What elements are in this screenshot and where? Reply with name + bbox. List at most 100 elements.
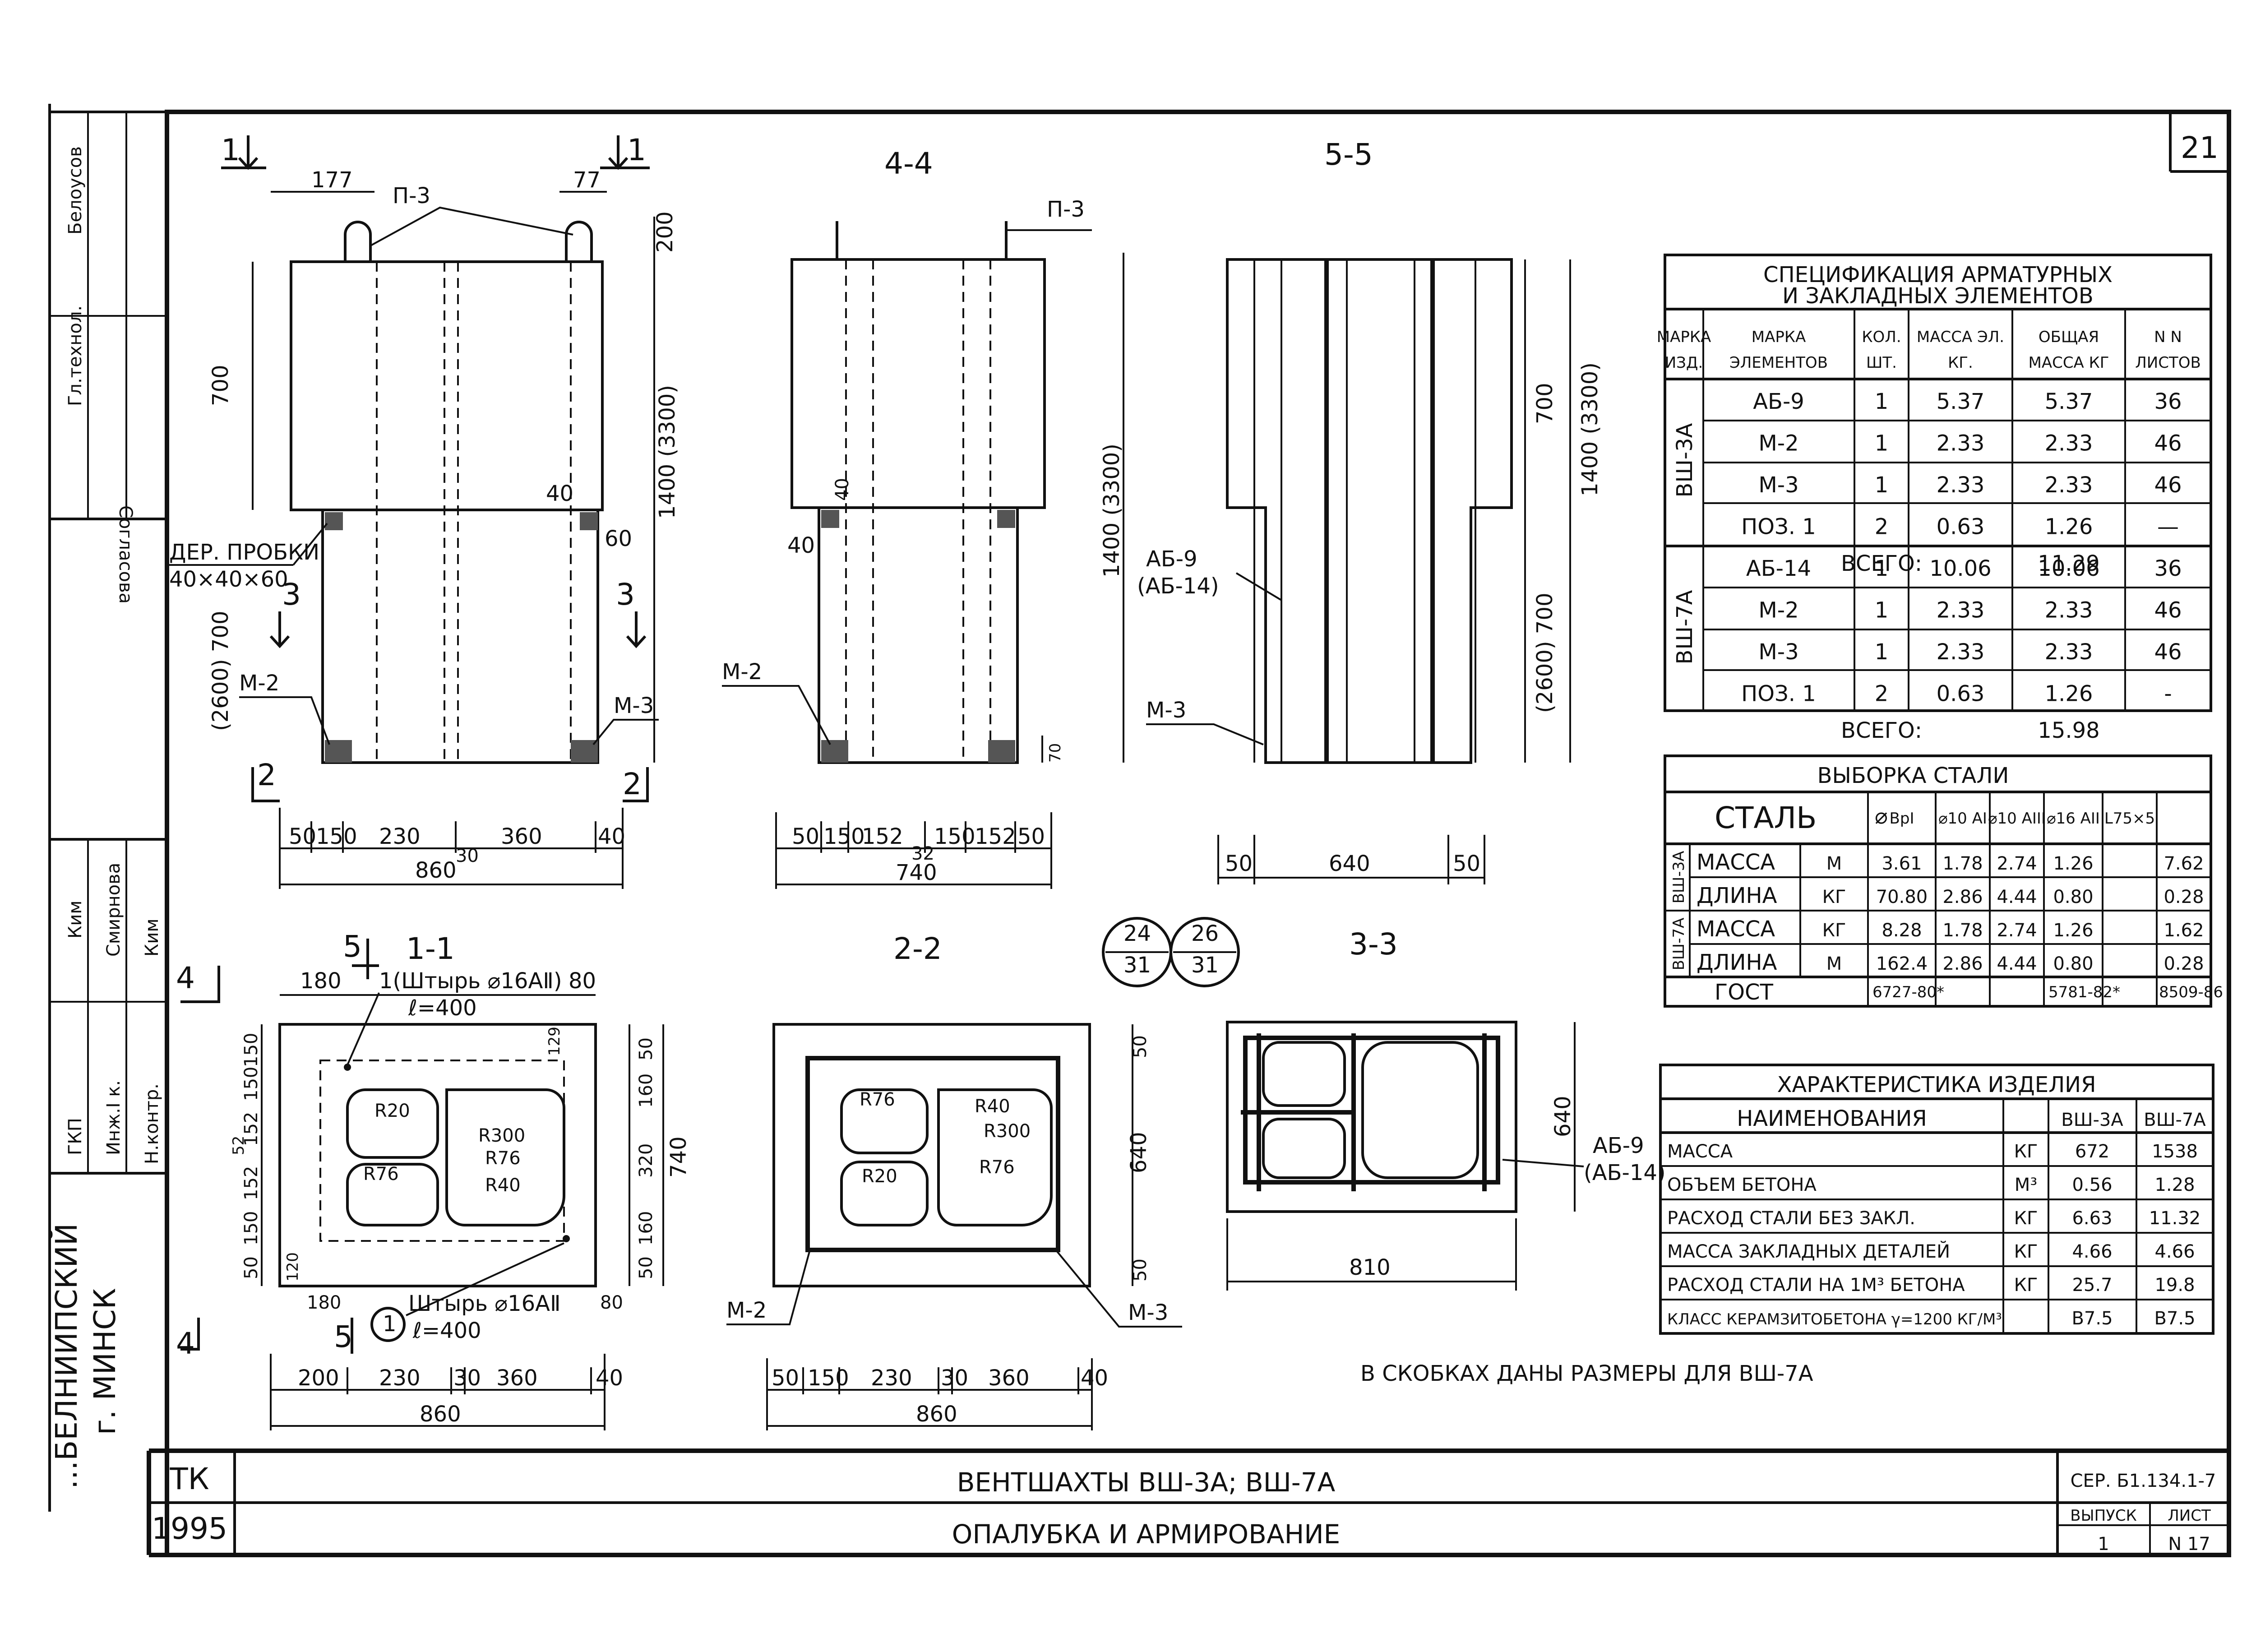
spec-header-cell: N N (2154, 328, 2182, 346)
radius-r20: R20 (374, 1101, 410, 1121)
bubble-a-bottom: 31 (1123, 953, 1151, 978)
radius-22-3: R300 (984, 1121, 1031, 1142)
steel-header-cell: ⌀10 АI (1938, 810, 1987, 828)
spec-cell: 1 (1875, 389, 1889, 414)
spec-cell: М-3 (1758, 639, 1798, 665)
plug-label-2: 40×40×60 (169, 567, 288, 592)
dim-1400-55: 1400 (3300) (1577, 362, 1603, 496)
char-row-unit: КГ (2014, 1208, 2038, 1229)
dim-11-b4: 360 (496, 1365, 538, 1391)
bubble-b-bottom: 31 (1191, 953, 1219, 978)
dim-22-r2: 640 (1126, 1132, 1151, 1173)
stamp-signature-5: Смирнова (103, 863, 124, 957)
steel-cell: 2.86 (1942, 953, 1983, 974)
dim-40a-44: 40 (832, 478, 853, 501)
sheet-ref-bubble-a: 24 31 (1102, 917, 1172, 987)
char-row-unit: КГ (2014, 1275, 2038, 1296)
spec-total-label: ВСЕГО: (1841, 718, 1922, 743)
char-header-b: ВШ-7А (2144, 1110, 2206, 1130)
dim-right-2: 160 (636, 1074, 656, 1108)
section-mark-3-right: 3 (616, 577, 635, 612)
issue-value: 1 (2098, 1534, 2109, 1555)
steel-row-unit: КГ (1822, 887, 1846, 907)
steel-header-cell: ВрI (1890, 810, 1914, 828)
char-cell-a: B7.5 (2071, 1308, 2113, 1329)
steel-table: ВЫБОРКА СТАЛИ СТАЛЬ ⌀ ВрI⌀10 АI⌀10 АIII⌀… (1664, 754, 2223, 1008)
spec-cell: 46 (2154, 431, 2182, 456)
section-mark-left: 1 (221, 133, 240, 167)
char-cell-b: 19.8 (2154, 1275, 2195, 1296)
stamp-signature-2: Гл.технол. (65, 305, 86, 406)
dim-32-44: 32 (911, 843, 934, 864)
steel-cell: 0.80 (2053, 887, 2093, 907)
view-title-4-4: 4-4 (884, 146, 933, 181)
steel-row-label: ДЛИНА (1697, 950, 1777, 975)
label-ab14-55: (АБ-14) (1137, 574, 1219, 599)
spec-cell: 1 (1875, 639, 1889, 665)
view-title-5-5: 5-5 (1324, 137, 1373, 172)
dim-120: 120 (284, 1252, 302, 1282)
dim-55-3: 50 (1453, 851, 1480, 876)
stamp-role-3: Н.контр. (142, 1083, 162, 1164)
dim-left-3: 152 (241, 1112, 262, 1146)
radius-r40: R40 (485, 1175, 521, 1196)
dim-11-b5: 40 (596, 1365, 623, 1391)
spec-header-cell: МАССА ЭЛ. (1917, 328, 2004, 346)
spec-header-cell: КГ. (1948, 354, 1973, 372)
steel-cell: 4.44 (1997, 953, 2037, 974)
side-stamp: Белоусов Гл.технол. Согласова Ким Смирно… (49, 112, 167, 1489)
radius-r76b: R76 (485, 1148, 521, 1169)
spec-cell: 5.37 (1937, 389, 1985, 414)
view-title-3-3: 3-3 (1349, 927, 1398, 962)
spec-product-cell: ВШ-3А (1672, 423, 1697, 497)
spec-cell: 0.63 (1937, 514, 1985, 540)
char-row-name: РАСХОД СТАЛИ БЕЗ ЗАКЛ. (1667, 1208, 1915, 1229)
view-title-1-1: 1-1 (406, 931, 455, 966)
spec-cell: 2.33 (1937, 639, 1985, 665)
spec-header-cell: МАССА КГ (2028, 354, 2109, 372)
spec-cell: 2.33 (1937, 472, 1985, 498)
spec-cell: М-2 (1758, 431, 1798, 456)
spec-cell: 46 (2154, 472, 2182, 498)
spec-cell: 2.33 (2045, 639, 2093, 665)
dim-44-2: 150 (823, 824, 865, 849)
dim-left-6: 150 (241, 1211, 262, 1245)
pin-label-top: 1(Штырь ⌀16АⅡ) (379, 968, 562, 994)
section-mark-4-bottom: 4 (176, 1326, 195, 1361)
radius-22-1: R76 (860, 1089, 895, 1110)
label-ab14-33: (АБ-14) (1584, 1160, 1666, 1185)
view-section-2-2: 2-2 R76 R40 R300 R20 R76 50 640 50 М-2 М… (726, 931, 1182, 1430)
dim-22-b2: 150 (808, 1365, 849, 1391)
dim-22-b4: 30 (941, 1365, 968, 1391)
section-mark-2-left: 2 (257, 758, 276, 792)
dim-22-r1: 50 (1130, 1035, 1151, 1058)
steel-cell: 3.61 (1882, 853, 1922, 874)
spec-cell: 10.06 (1929, 556, 1991, 581)
steel-cell: 4.44 (1997, 887, 2037, 907)
part-label-p3: П-3 (393, 183, 430, 208)
char-cell-a: 25.7 (2072, 1275, 2112, 1296)
steel-cell: 162.4 (1876, 953, 1928, 974)
spec-cell: - (2164, 681, 2172, 707)
spec-cell: 2.33 (1937, 598, 1985, 623)
spec-cell: 1 (1875, 598, 1889, 623)
radius-22-4: R20 (862, 1166, 897, 1187)
dim-total-44: 740 (896, 860, 937, 885)
steel-header-d: ⌀ (1875, 804, 1888, 829)
radius-22-5: R76 (979, 1157, 1015, 1178)
steel-cell: 1.26 (2053, 853, 2093, 874)
label-m2: М-2 (239, 671, 279, 696)
spec-cell: 1 (1875, 556, 1889, 581)
dim-55-1: 50 (1225, 851, 1253, 876)
char-cell-a: 0.56 (2072, 1175, 2112, 1195)
spec-header-cell: ОБЩАЯ (2039, 328, 2099, 346)
section-mark-2-right: 2 (623, 767, 642, 801)
sheet-value: N 17 (2168, 1534, 2210, 1555)
steel-cell: 0.80 (2053, 953, 2093, 974)
spec-cell: 36 (2154, 556, 2182, 581)
bubble-b-top: 26 (1191, 921, 1219, 946)
stamp-role-1: ГКП (65, 1118, 86, 1155)
radius-22-2: R40 (975, 1096, 1010, 1117)
steel-cell: 0.28 (2164, 887, 2204, 907)
